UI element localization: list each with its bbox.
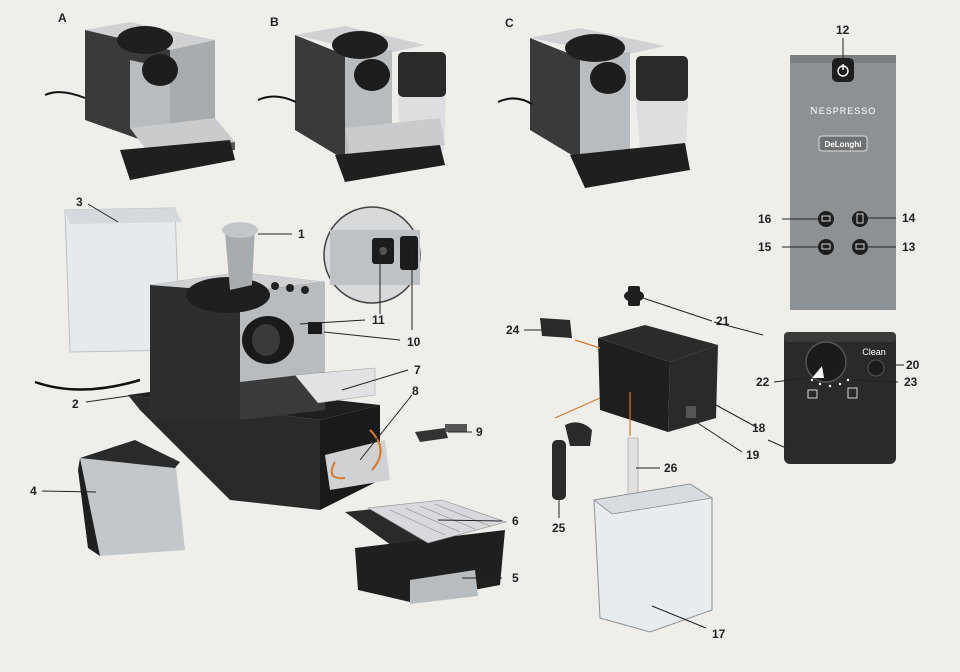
callout-26: 26 xyxy=(664,461,678,475)
espresso-button xyxy=(818,211,834,227)
callout-1: 1 xyxy=(298,227,305,241)
machine-config-c: C xyxy=(497,16,690,188)
callout-24: 24 xyxy=(506,323,520,337)
cup-tray xyxy=(294,367,376,404)
callout-10: 10 xyxy=(407,335,421,349)
callout-20: 20 xyxy=(906,358,920,372)
callout-13: 13 xyxy=(902,240,916,254)
machine-config-a: A xyxy=(44,11,235,180)
delonghi-logo: DeLonghi xyxy=(825,140,862,149)
callout-22: 22 xyxy=(756,375,770,389)
inset-port-10 xyxy=(400,236,418,270)
milk-system xyxy=(540,286,718,633)
milk-spout xyxy=(565,422,592,446)
nespresso-logo: NESPRESSO xyxy=(810,105,876,117)
callout-6: 6 xyxy=(512,514,519,528)
milk-dial-panel: Clean xyxy=(784,332,896,464)
callout-3: 3 xyxy=(76,195,83,209)
leader-lines xyxy=(41,38,904,629)
nozzle-part xyxy=(415,424,467,442)
magnified-inset xyxy=(323,206,421,304)
callout-9: 9 xyxy=(476,425,483,439)
control-panel-face xyxy=(790,55,896,310)
lungo-button xyxy=(818,239,834,255)
latte-button xyxy=(852,211,868,227)
callout-8: 8 xyxy=(412,384,419,398)
callout-4: 4 xyxy=(30,484,37,498)
drip-grid xyxy=(367,499,508,544)
control-panel: NESPRESSO DeLonghi xyxy=(790,55,896,310)
callout-12: 12 xyxy=(836,23,850,37)
clean-label: Clean xyxy=(862,347,886,357)
callout-21: 21 xyxy=(716,314,730,328)
callout-11: 11 xyxy=(372,313,385,327)
config-label-b: B xyxy=(270,15,279,29)
callout-2: 2 xyxy=(72,397,79,411)
callout-labels: 1 2 3 4 5 6 7 8 9 10 11 12 13 14 15 16 1… xyxy=(30,23,920,641)
callout-18: 18 xyxy=(752,421,766,435)
machine-config-b: B xyxy=(257,15,446,182)
froth-connector xyxy=(540,318,572,338)
main-machine xyxy=(34,207,390,510)
callout-15: 15 xyxy=(758,240,772,254)
config-label-c: C xyxy=(505,16,514,30)
callout-5: 5 xyxy=(512,571,519,585)
callout-14: 14 xyxy=(902,211,916,225)
callout-16: 16 xyxy=(758,212,772,226)
config-label-a: A xyxy=(58,11,67,25)
lever xyxy=(225,228,255,290)
milk-froth-dial xyxy=(805,341,847,383)
capsule-container xyxy=(78,440,185,556)
delonghi-badge xyxy=(818,135,868,152)
callout-25: 25 xyxy=(552,521,566,535)
callout-17: 17 xyxy=(712,627,726,641)
milk-lid xyxy=(598,338,670,432)
callout-7: 7 xyxy=(414,363,421,377)
callout-19: 19 xyxy=(746,448,760,462)
clean-button xyxy=(867,359,885,377)
callout-23: 23 xyxy=(904,375,918,389)
cappuccino-button xyxy=(852,239,868,255)
